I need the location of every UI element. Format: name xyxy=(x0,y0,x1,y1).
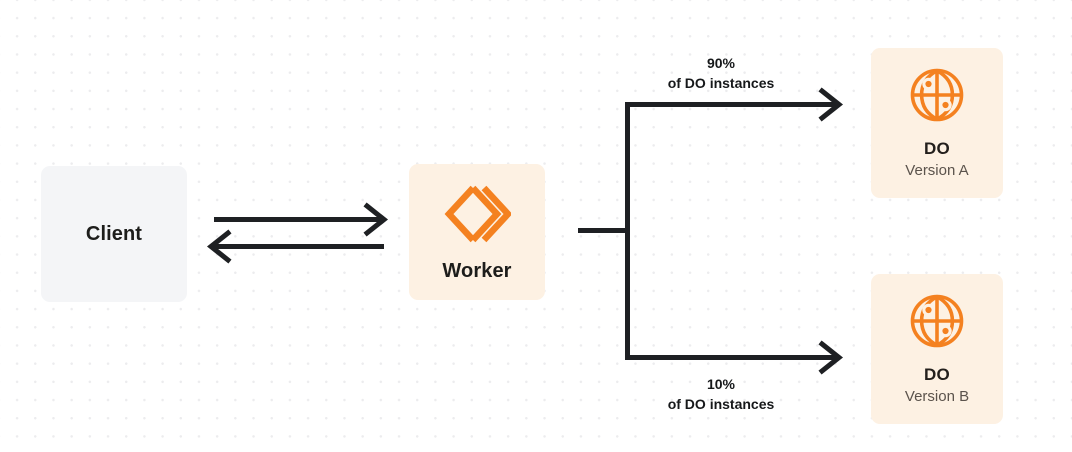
node-do-a-sublabel: Version A xyxy=(905,162,969,179)
edge-label-do-a-percent: 90% xyxy=(706,55,736,71)
edge-worker-to-do-b xyxy=(625,340,844,375)
edge-label-do-a: 90% of DO instances xyxy=(627,53,815,94)
edge-label-do-b-percent: 10% xyxy=(706,376,736,392)
node-do-b-sublabel: Version B xyxy=(904,388,970,405)
edge-label-do-b: 10% of DO instances xyxy=(627,374,815,415)
edge-worker-to-do-a xyxy=(625,87,844,122)
node-client-label: Client xyxy=(85,222,143,245)
edge-label-do-b-caption: of DO instances xyxy=(667,396,775,413)
node-worker-label: Worker xyxy=(442,259,512,282)
edge-label-do-a-caption: of DO instances xyxy=(667,75,775,92)
node-do-version-a: DO Version A xyxy=(871,48,1003,198)
node-do-version-b: DO Version B xyxy=(871,274,1003,424)
globe-icon xyxy=(909,67,965,123)
edge-client-to-worker xyxy=(214,202,389,237)
node-do-a-label: DO xyxy=(924,139,950,158)
globe-icon xyxy=(909,293,965,349)
node-do-b-label: DO xyxy=(924,365,950,384)
node-worker: Worker xyxy=(409,164,545,300)
cloudflare-workers-icon xyxy=(443,182,513,246)
node-client: Client xyxy=(41,166,187,302)
edge-worker-to-client xyxy=(206,229,384,264)
